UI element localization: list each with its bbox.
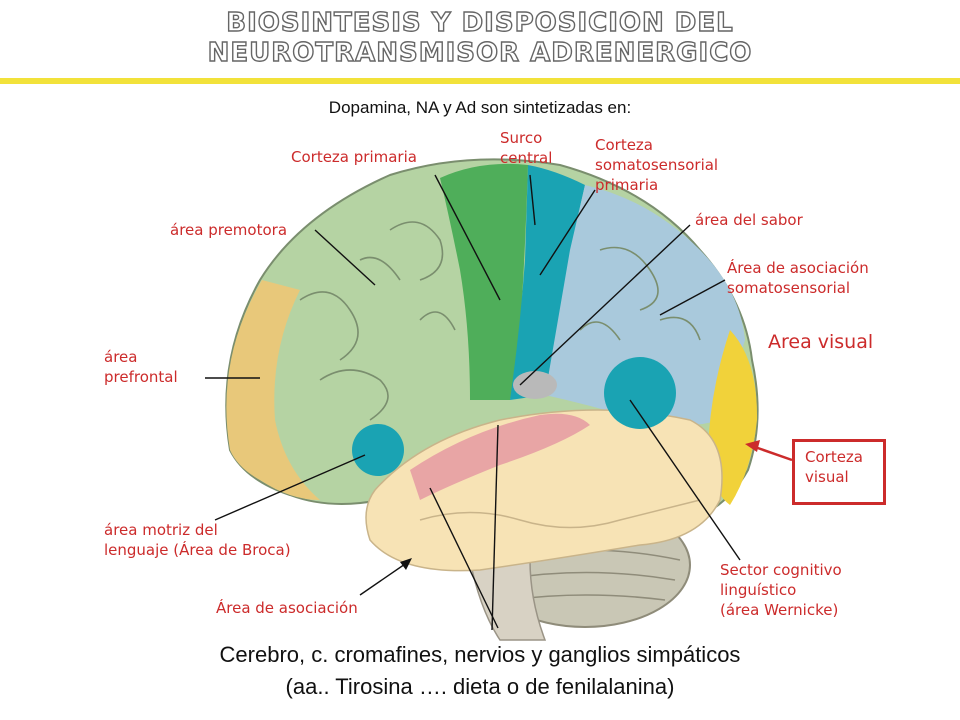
label-wernicke-line1: Sector cognitivo	[720, 561, 842, 579]
subtitle: Dopamina, NA y Ad son sintetizadas en:	[328, 98, 632, 117]
leader-stem	[491, 424, 499, 631]
leader-sabor	[519, 224, 691, 386]
leader-surco-central	[529, 174, 536, 226]
leader-corteza-primaria	[434, 174, 501, 301]
label-broca-line2: lenguaje (Área de Broca)	[104, 541, 291, 559]
title-underline	[0, 78, 960, 84]
title-line-1: BIOSINTESIS Y DISPOSICION DEL	[226, 7, 734, 38]
label-wernicke-line3: (área Wernicke)	[720, 601, 839, 619]
label-area-sabor: área del sabor	[695, 211, 803, 229]
region-somatosensory	[510, 165, 585, 400]
label-corteza-somato-line2: somatosensorial	[595, 156, 719, 174]
label-corteza-visual-line1: Corteza	[805, 448, 863, 466]
region-motor-cortex	[440, 163, 528, 400]
leader-asoc-somato	[659, 279, 726, 316]
arrow-area-asociacion	[359, 561, 409, 596]
label-wernicke-line2: linguístico	[720, 581, 797, 599]
arrow-corteza-visual	[751, 444, 793, 462]
brainstem	[469, 559, 547, 641]
leader-wernicke	[629, 399, 741, 561]
label-area-premotora: área premotora	[170, 221, 288, 239]
title-line-2: NEUROTRANSMISOR ADRENERGICO	[207, 37, 753, 68]
label-corteza-somato-line1: Corteza	[595, 136, 653, 154]
leader-area-asociacion	[429, 487, 499, 629]
leader-broca	[214, 454, 366, 521]
region-parietal	[545, 185, 745, 425]
label-prefrontal-line1: área	[104, 348, 138, 366]
label-surco-central-line2: central	[500, 149, 553, 167]
region-taste	[513, 371, 557, 399]
label-area-asociacion: Área de asociación	[216, 599, 358, 617]
label-prefrontal-line2: prefrontal	[104, 368, 178, 386]
label-area-visual: Area visual	[768, 331, 874, 353]
label-surco-central: Surco central	[500, 128, 552, 168]
region-broca	[352, 424, 404, 476]
label-corteza-somatosensorial: Corteza somatosensorial primaria	[595, 135, 718, 195]
label-asociacion-somatosensorial: Área de asociación somatosensorial	[727, 258, 869, 298]
label-corteza-primaria: Corteza primaria	[291, 148, 417, 166]
label-area-wernicke: Sector cognitivo linguístico (área Werni…	[720, 560, 842, 620]
label-surco-central-line1: Surco	[500, 129, 543, 147]
leader-corteza-somato	[539, 189, 596, 276]
label-asoc-somato-line2: somatosensorial	[727, 279, 851, 297]
region-prefrontal	[226, 280, 320, 500]
caption-line-2: (aa.. Tirosina …. dieta o de fenilalanin…	[285, 674, 675, 699]
label-area-broca: área motriz del lenguaje (Área de Broca)	[104, 520, 291, 560]
leader-premotora	[314, 229, 376, 286]
label-corteza-visual-line2: visual	[805, 468, 849, 486]
region-auditory	[410, 413, 590, 500]
caption-line-1: Cerebro, c. cromafines, nervios y gangli…	[219, 642, 741, 667]
label-broca-line1: área motriz del	[104, 521, 218, 539]
corteza-visual-box: Corteza visual	[792, 439, 886, 505]
label-corteza-visual: Corteza visual	[795, 442, 883, 487]
region-wernicke	[604, 357, 676, 429]
label-area-prefrontal: área prefrontal	[104, 347, 178, 387]
label-asoc-somato-line1: Área de asociación	[727, 259, 869, 277]
label-corteza-somato-line3: primaria	[595, 176, 659, 194]
